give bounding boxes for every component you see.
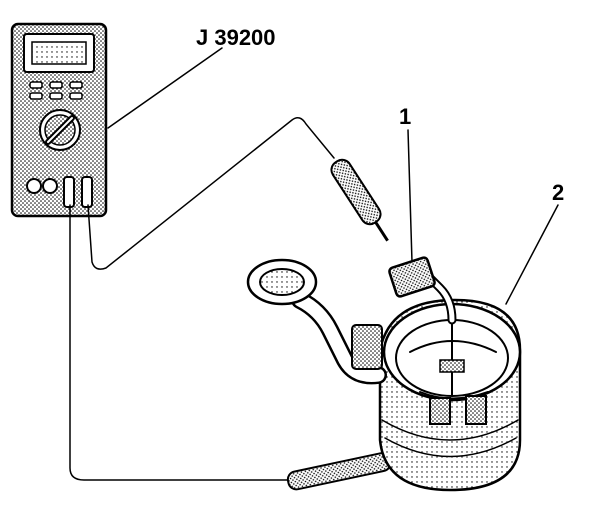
meter-jacks [26, 176, 93, 208]
meter-buttons [29, 81, 83, 100]
test-probe-icon [330, 158, 389, 242]
meter-dial [39, 109, 81, 151]
connector-icon [388, 256, 436, 298]
leader-line-meter [107, 47, 223, 129]
side-harness [246, 258, 387, 385]
test-lead-lower [69, 204, 291, 481]
callout-meter-label: J 39200 [196, 25, 276, 50]
callout-item-2: 2 [552, 180, 564, 205]
harness-and-connector [388, 256, 457, 325]
test-lead-upper [87, 117, 335, 270]
stator-assembly-icon [378, 298, 522, 492]
leader-line-1 [407, 129, 413, 263]
callout-item-1: 1 [399, 104, 411, 129]
leader-line-2 [505, 204, 559, 305]
multimeter-icon [10, 22, 108, 218]
